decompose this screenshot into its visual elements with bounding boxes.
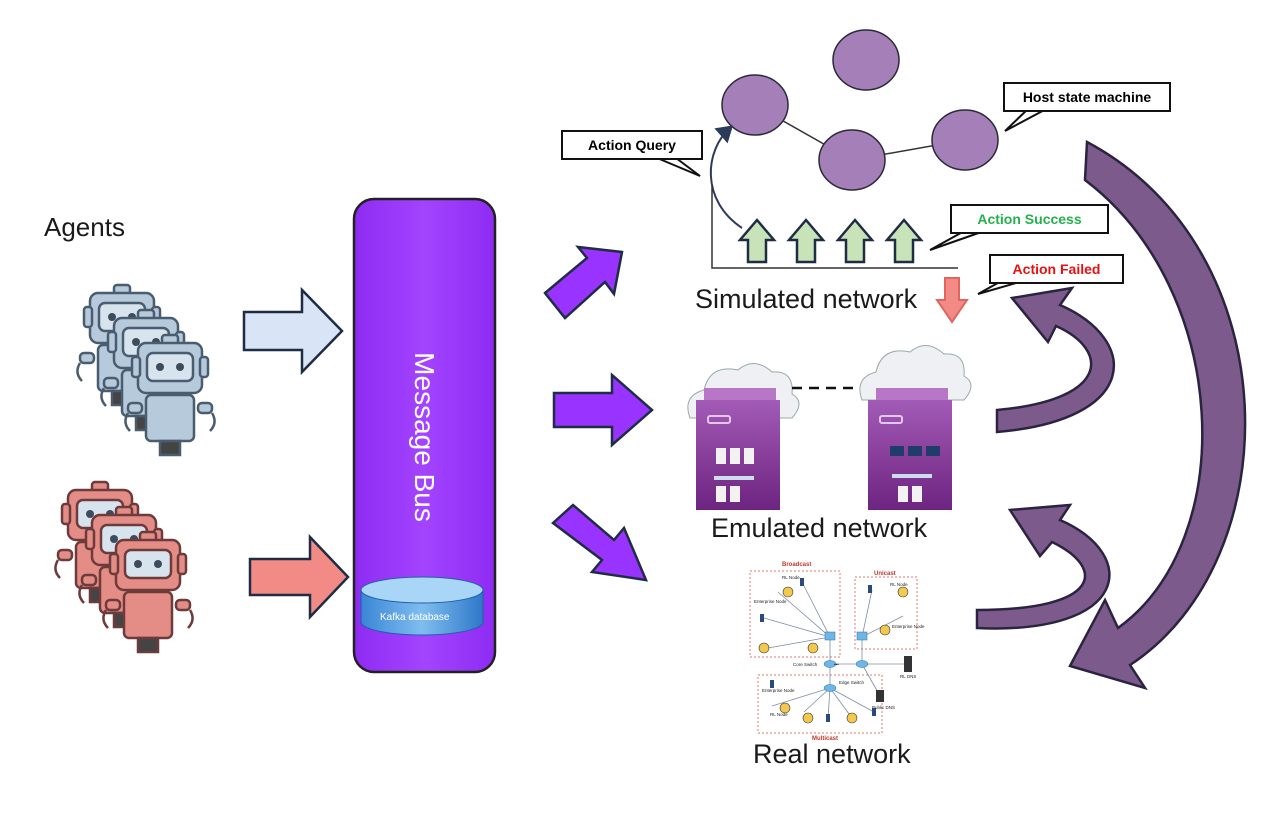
failed-arrow (935, 277, 969, 324)
svg-text:Multicast: Multicast (812, 736, 838, 742)
svg-text:Core Switch: Core Switch (793, 662, 818, 667)
svg-text:Edge Switch: Edge Switch (839, 680, 865, 685)
emulator-right-icon (859, 345, 972, 510)
svg-text:Enterprise Node: Enterprise Node (754, 599, 787, 604)
svg-text:Broadcast: Broadcast (782, 562, 811, 568)
emulated-network-title: Emulated network (711, 513, 928, 543)
bus-to-simulated-arrow (543, 245, 624, 320)
red-agents-icon (54, 480, 194, 654)
message-bus (352, 197, 497, 674)
blue-agent-arrow (242, 286, 344, 376)
svg-text:Enterprise Node: Enterprise Node (762, 688, 795, 693)
svg-text:•••: ••• (834, 662, 839, 667)
message-bus-label: Message Bus (409, 352, 440, 522)
svg-text:RL Node: RL Node (890, 582, 908, 587)
agents-title: Agents (44, 212, 125, 242)
bus-to-emulated-arrow (552, 372, 654, 448)
svg-text:Enterprise Node: Enterprise Node (892, 624, 925, 629)
kafka-database-label: Kafka database (380, 612, 450, 623)
simulated-axes (711, 185, 958, 269)
action-success-callout: Action Success (950, 204, 1109, 234)
svg-text:RL DNS: RL DNS (900, 674, 916, 679)
bus-to-real-arrow (551, 503, 649, 582)
svg-text:Public DNS: Public DNS (872, 705, 895, 710)
svg-text:RL Node: RL Node (782, 575, 800, 580)
feedback-large-arrow (1068, 139, 1247, 691)
kafka-database-icon (360, 576, 484, 636)
feedback-emulated-arrow (995, 286, 1115, 434)
real-network-title: Real network (753, 739, 911, 769)
action-failed-callout: Action Failed (989, 254, 1124, 284)
feedback-real-arrow (975, 503, 1111, 630)
real-network-topology: Broadcast Unicast Multicast (749, 562, 925, 742)
blue-agents-icon (76, 283, 216, 457)
host-state-machine-callout: Host state machine (1003, 82, 1171, 112)
host-state-graph (721, 29, 999, 191)
feedback-arrows (975, 139, 1247, 691)
emulator-left-icon (687, 363, 800, 510)
action-query-arrow (709, 125, 743, 229)
svg-text:RL Node: RL Node (770, 712, 788, 717)
svg-text:Unicast: Unicast (874, 571, 896, 577)
success-arrows (737, 218, 924, 264)
red-agent-arrow (248, 533, 350, 621)
simulated-network-title: Simulated network (695, 284, 918, 314)
action-query-callout: Action Query (561, 130, 703, 160)
